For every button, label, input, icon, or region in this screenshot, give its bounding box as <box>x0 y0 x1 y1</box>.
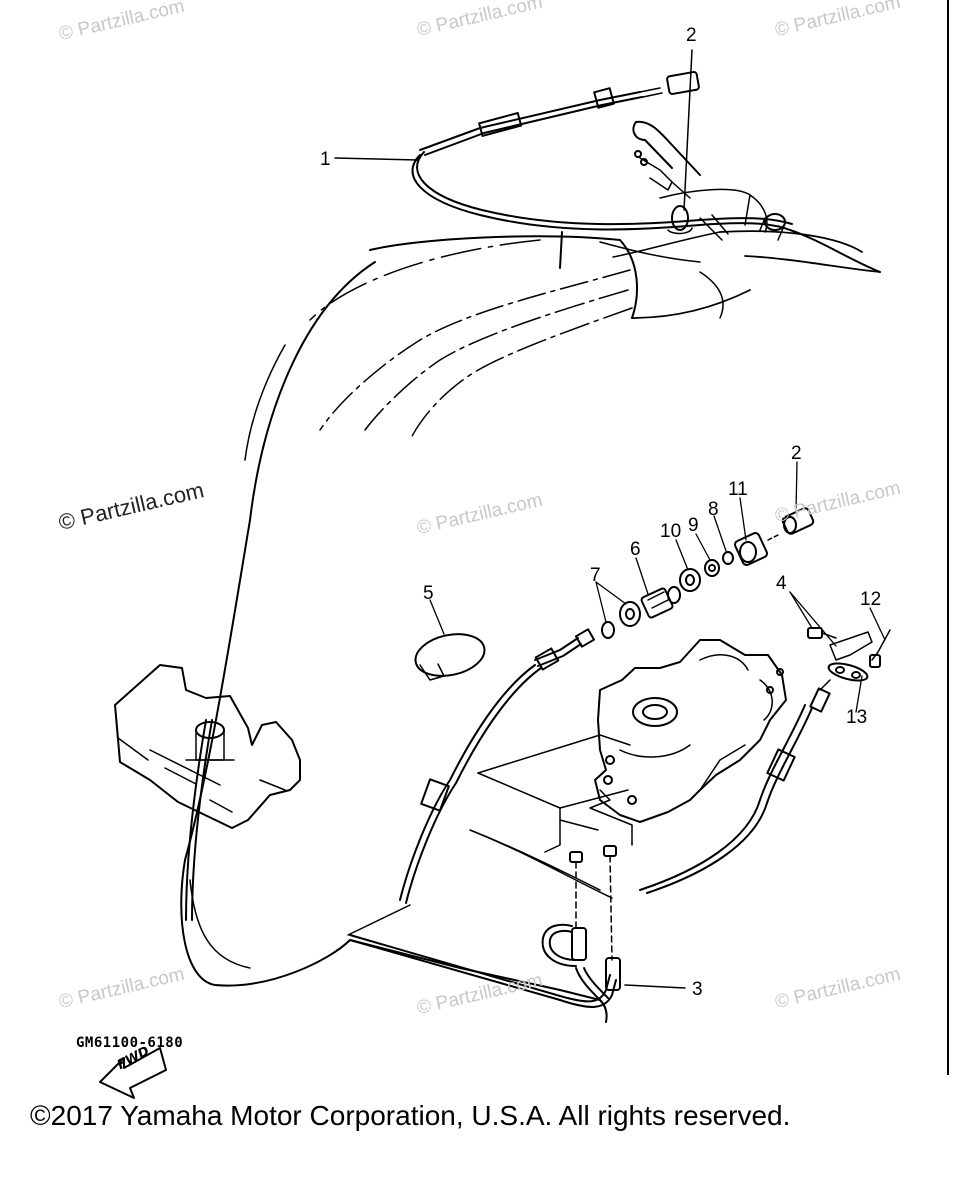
callout-7: 7 <box>590 565 601 586</box>
callout-11: 11 <box>728 479 748 500</box>
callout-10: 10 <box>660 521 682 542</box>
callout-2-top: 2 <box>686 25 697 46</box>
callout-9: 9 <box>688 515 699 536</box>
callout-5: 5 <box>423 583 434 604</box>
callout-2-right: 2 <box>791 443 802 464</box>
cable-1-lower <box>186 720 616 1007</box>
fwd-arrow-icon <box>100 1048 166 1098</box>
engine-body <box>595 640 786 822</box>
callout-13: 13 <box>846 707 868 728</box>
cable-2-run <box>348 629 594 935</box>
page-border <box>947 0 949 1075</box>
copyright-notice: ©2017 Yamaha Motor Corporation, U.S.A. A… <box>30 1100 791 1131</box>
callout-1: 1 <box>320 149 331 170</box>
hull-outline <box>181 189 880 1000</box>
leader-2-top <box>684 50 692 210</box>
callout-3: 3 <box>692 979 703 1000</box>
cable-right <box>640 680 830 893</box>
callout-6: 6 <box>630 539 641 560</box>
callout-8: 8 <box>708 499 719 520</box>
diagram-code: GM61100-6180 <box>76 1035 184 1051</box>
exploded-parts <box>412 507 890 684</box>
cable-3-routing <box>470 735 685 1022</box>
leader-1 <box>335 158 418 160</box>
cable-1-upper <box>413 72 881 272</box>
callout-12: 12 <box>860 589 882 610</box>
part-leaders <box>430 462 885 712</box>
callout-4: 4 <box>776 573 787 594</box>
handlebar-fitting <box>633 122 700 234</box>
